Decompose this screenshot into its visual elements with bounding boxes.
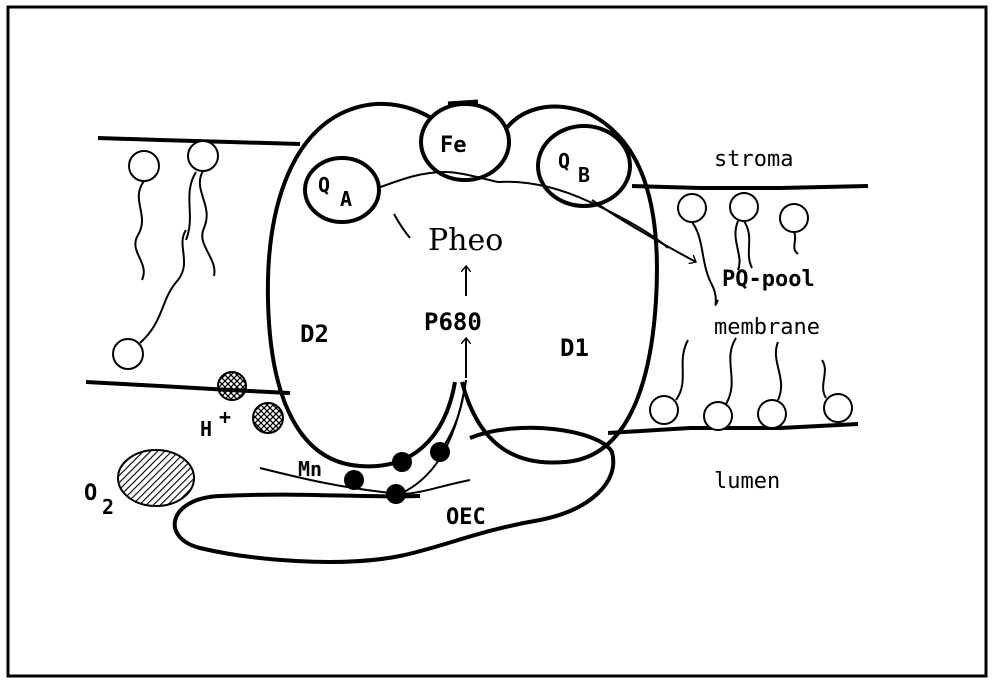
mn-atom-3 [430,442,450,462]
mn-atom-4 [386,484,406,504]
lipid-left-top-1 [129,151,159,280]
mn-label: Mn [298,457,322,481]
membrane-bottom-line-right [608,424,858,433]
membrane-bottom-line-left [86,382,290,393]
d1-label: D1 [560,334,589,362]
qb-label: Q [558,149,570,173]
lipid-left-bottom [113,230,186,369]
h-plus-label: H [200,417,212,441]
pq-pool-label: PQ-pool [722,267,815,292]
lipid-right-bottom-2 [704,338,736,430]
o2-molecule [118,450,194,506]
qa-label: Q [318,173,330,197]
o2-subscript: 2 [102,495,114,519]
stroma-label: stroma [714,147,793,172]
d2-label: D2 [300,320,329,348]
h-plus-circle-2 [253,403,283,433]
lumen-label: lumen [714,469,780,494]
lipid-right-bottom-1 [650,340,688,424]
membrane-top-line-right [632,186,868,188]
outer-frame [8,7,986,676]
qb-subscript: B [578,163,590,187]
lipid-right-bottom-3 [758,342,786,428]
lipid-right-bottom-4 [822,360,852,422]
p680-label: P680 [424,308,482,336]
qa-subscript: A [340,187,352,211]
h-plus-superscript: + [219,405,231,429]
membrane-label: membrane [714,315,820,340]
mn-atom-2 [392,452,412,472]
wire-mn-lines [260,468,470,494]
pheo-label: Pheo [428,223,503,258]
electron-path-qa-tail [394,214,410,238]
lipid-right-top-1 [678,194,718,305]
mn-atom-1 [344,470,364,490]
lipid-right-top-2 [730,193,758,270]
oec-label: OEC [446,505,486,530]
fe-label: Fe [440,133,467,158]
lipid-left-top-2 [186,141,218,276]
o2-label: O [84,481,97,506]
lipid-right-top-3 [780,204,808,254]
h-plus-circle-1 [218,372,246,400]
